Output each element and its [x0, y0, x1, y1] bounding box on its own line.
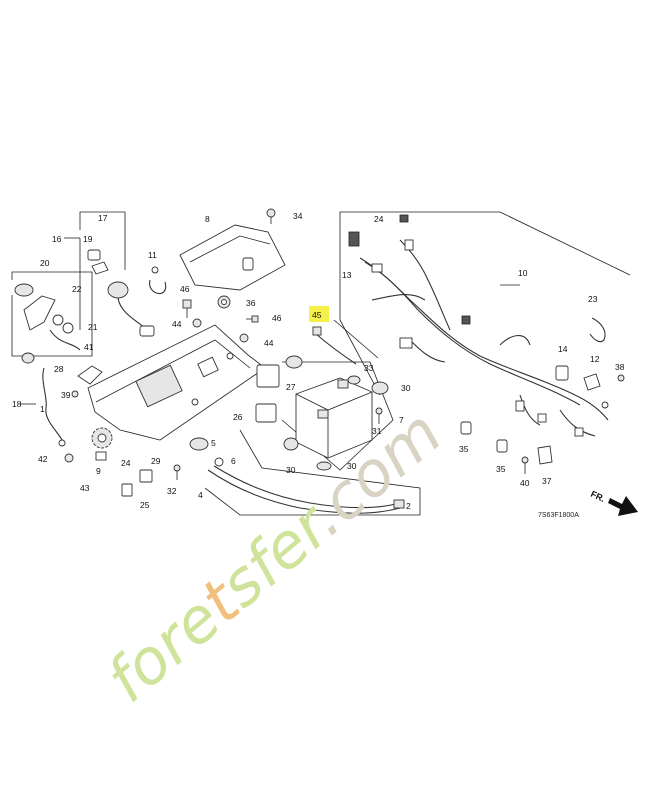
callout-24a: 24: [374, 214, 384, 224]
callout-30c: 30: [347, 461, 357, 471]
callout-7: 7: [399, 415, 404, 425]
callout-41: 41: [84, 342, 94, 352]
callout-38: 38: [615, 362, 625, 372]
callout-42: 42: [38, 454, 48, 464]
callout-2: 2: [406, 501, 411, 511]
callout-44a: 44: [172, 319, 182, 329]
callout-46b: 46: [272, 313, 282, 323]
callout-24b: 24: [121, 458, 131, 468]
highlight-45: [309, 306, 329, 322]
callout-23: 23: [588, 294, 598, 304]
callout-18: 18: [12, 399, 22, 409]
callout-25: 25: [140, 500, 150, 510]
callout-46a: 46: [180, 284, 190, 294]
callout-45: 45: [312, 310, 322, 320]
callout-36: 36: [246, 298, 256, 308]
callout-30a: 30: [401, 383, 411, 393]
callout-13: 13: [342, 270, 352, 280]
callout-31: 31: [372, 426, 382, 436]
callout-11: 11: [148, 250, 157, 260]
callout-40: 40: [520, 478, 530, 488]
watermark: foretsfer.com: [93, 396, 455, 717]
callout-1: 1: [40, 404, 45, 414]
callout-22: 22: [72, 284, 82, 294]
group-frames: [11, 211, 631, 516]
drawing-code: 7S63F1800A: [538, 512, 579, 519]
callout-8: 8: [205, 214, 210, 224]
callout-26: 26: [233, 412, 243, 422]
callout-4: 4: [198, 490, 203, 500]
callout-10: 10: [518, 268, 528, 278]
callout-35a: 35: [459, 444, 469, 454]
callout-19: 19: [83, 234, 93, 244]
callout-17: 17: [98, 213, 108, 223]
front-marker-label: FR.: [589, 489, 606, 504]
callout-39: 39: [61, 390, 71, 400]
callout-32: 32: [167, 486, 177, 496]
callout-44b: 44: [264, 338, 274, 348]
callout-43: 43: [80, 483, 90, 493]
callout-5: 5: [211, 438, 216, 448]
callout-9: 9: [96, 466, 101, 476]
callout-35b: 35: [496, 464, 506, 474]
front-arrow-icon: [608, 496, 638, 516]
callout-12: 12: [590, 354, 600, 364]
callout-28: 28: [54, 364, 64, 374]
callout-21: 21: [88, 322, 98, 332]
callout-33: 33: [364, 363, 374, 373]
svg-text:foretsfer.com: foretsfer.com: [93, 396, 455, 717]
callout-20: 20: [40, 258, 50, 268]
front-arrow: FR.: [589, 489, 638, 516]
callout-27: 27: [286, 382, 296, 392]
callout-29: 29: [151, 456, 161, 466]
callout-labels: 1245678910111213141617181920212223242425…: [12, 211, 625, 511]
callout-30b: 30: [286, 465, 296, 475]
callout-16: 16: [52, 234, 62, 244]
callout-34: 34: [293, 211, 303, 221]
callout-14: 14: [558, 344, 568, 354]
callout-37: 37: [542, 476, 552, 486]
callout-6: 6: [231, 456, 236, 466]
parts-drawings: [14, 208, 625, 514]
